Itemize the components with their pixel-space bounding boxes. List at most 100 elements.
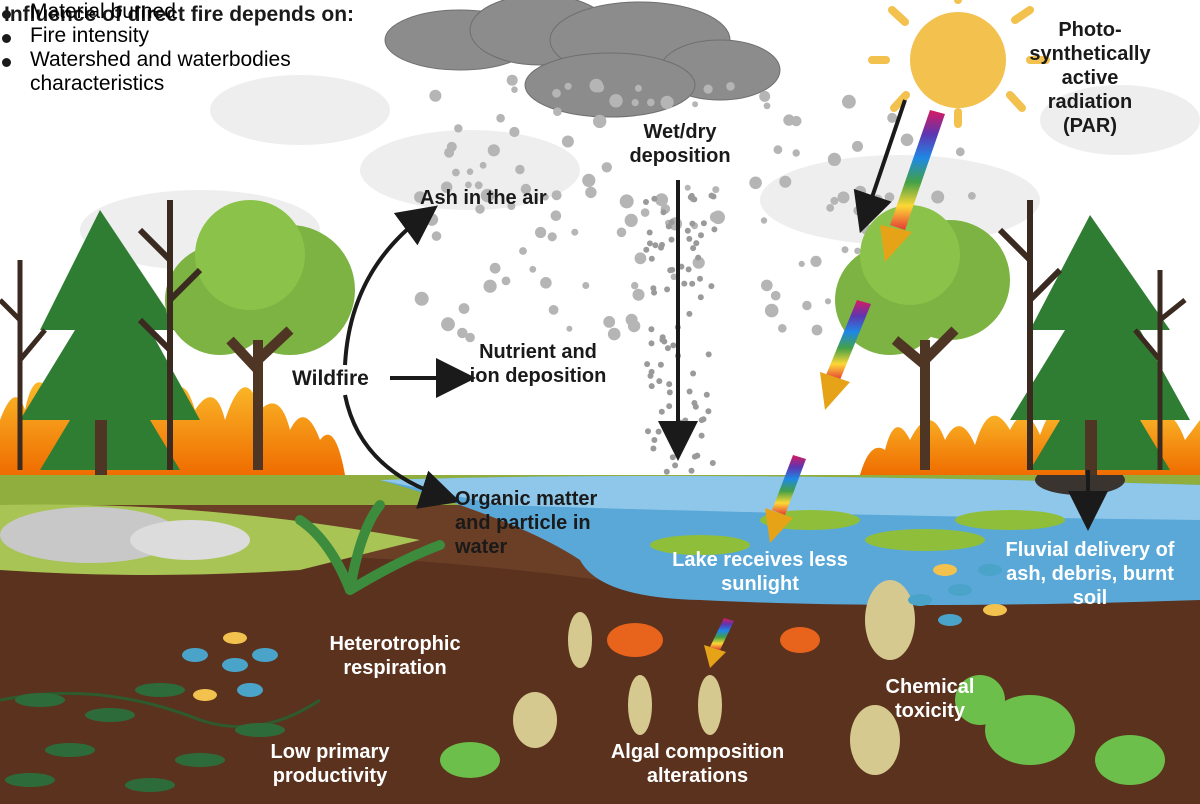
ash-particle — [685, 266, 692, 273]
ash-particle — [466, 168, 474, 175]
ash-particle — [582, 173, 596, 187]
ash-particle — [711, 210, 725, 225]
ash-particle — [884, 192, 895, 202]
label-chemical-toxicity: Chemical toxicity — [885, 676, 975, 722]
ash-particle — [681, 436, 688, 443]
ash-particle — [698, 232, 704, 239]
ash-particle — [670, 342, 677, 349]
label-algal-composition: Algal composition alterations — [610, 741, 785, 787]
ash-particle — [660, 209, 667, 216]
ash-particle — [465, 181, 472, 189]
ash-particle — [695, 254, 702, 261]
ash-particle — [511, 86, 518, 93]
ash-particle — [770, 290, 781, 301]
ash-particle — [666, 389, 673, 396]
ash-particle — [783, 114, 795, 126]
ash-particle — [749, 176, 762, 190]
ash-particle — [651, 437, 658, 443]
ash-particle — [474, 181, 483, 190]
aquatic-plants — [0, 500, 1165, 792]
ash-particle — [664, 345, 671, 352]
ash-particle — [519, 247, 527, 255]
label-organic-matter: Organic matter and particle in water — [455, 488, 598, 558]
ash-particle — [480, 188, 495, 203]
ash-particle — [778, 324, 787, 333]
ash-particle — [429, 89, 442, 102]
ash-particle — [535, 226, 547, 239]
ash-particle — [650, 445, 657, 452]
ash-particle — [824, 298, 832, 305]
ash-particle — [658, 408, 665, 415]
ash-particle — [667, 267, 674, 274]
ash-particle — [489, 262, 501, 274]
ash-particle — [655, 428, 662, 435]
ash-particle — [760, 217, 768, 224]
ash-particle — [684, 227, 691, 234]
ash-particle — [810, 255, 822, 267]
ash-particle — [643, 246, 650, 253]
ash-particle — [688, 467, 695, 474]
ash-particle — [705, 351, 712, 358]
ash-particle — [655, 193, 669, 207]
ash-particle — [431, 231, 442, 241]
ash-particle — [826, 204, 835, 212]
ash-particle — [841, 246, 849, 254]
ash-particle — [643, 199, 649, 205]
label-ash-in-air: Ash in the air — [420, 187, 547, 209]
ash-particle — [632, 288, 645, 301]
ash-particle — [700, 416, 707, 423]
ash-particle — [542, 193, 549, 201]
ash-particle — [648, 383, 655, 390]
ash-particle — [691, 453, 698, 460]
influence-list: Material burned Fire intensity Watershed… — [0, 0, 1200, 96]
ash-particle — [594, 82, 605, 93]
ash-particle — [666, 403, 673, 410]
ash-particle — [647, 98, 655, 107]
ash-particle — [697, 294, 704, 301]
ash-particle — [652, 242, 659, 249]
influence-item: Material burned — [0, 0, 1200, 24]
ash-particle — [659, 336, 666, 343]
ash-particle — [931, 190, 945, 204]
ash-particle — [645, 428, 651, 435]
influence-heading: Influence of direct fire depends on: — [4, 3, 355, 26]
ash-particle — [553, 107, 562, 116]
influence-item: Watershed and waterbodies characteristic… — [0, 48, 410, 96]
ash-particle — [709, 460, 716, 466]
ash-particle — [763, 102, 771, 110]
label-par: Photo-synthetically active radiation (PA… — [1029, 19, 1151, 137]
ash-particle — [692, 403, 699, 410]
ash-particle — [646, 240, 653, 247]
ash-particle — [520, 183, 532, 195]
ash-particle — [900, 133, 914, 147]
ash-particle — [703, 391, 710, 398]
ash-particle — [681, 280, 688, 287]
ash-particle — [682, 423, 689, 430]
process-arrows — [343, 99, 1108, 531]
ash-particle — [686, 388, 693, 395]
ash-particle — [854, 247, 861, 255]
ash-particle — [689, 220, 696, 227]
ash-particle — [648, 255, 655, 262]
ash-particle — [811, 324, 823, 336]
ash-particle — [483, 279, 497, 293]
ash-particle — [887, 112, 898, 123]
ash-particle — [648, 340, 655, 347]
ash-particle — [802, 300, 812, 311]
ash-particle — [625, 313, 638, 326]
ash-particle — [827, 152, 842, 166]
ash-particle — [663, 468, 670, 475]
ash-particle — [692, 256, 705, 269]
ash-particle — [607, 327, 621, 341]
ash-particle — [619, 194, 634, 209]
ash-particle — [773, 145, 783, 155]
ash-particle — [712, 186, 720, 194]
ash-particle — [414, 191, 426, 204]
ash-particle — [551, 190, 562, 201]
ash-particle — [764, 303, 779, 318]
ash-particle — [669, 454, 676, 461]
trees-right — [835, 200, 1190, 475]
ash-particle — [659, 241, 665, 248]
